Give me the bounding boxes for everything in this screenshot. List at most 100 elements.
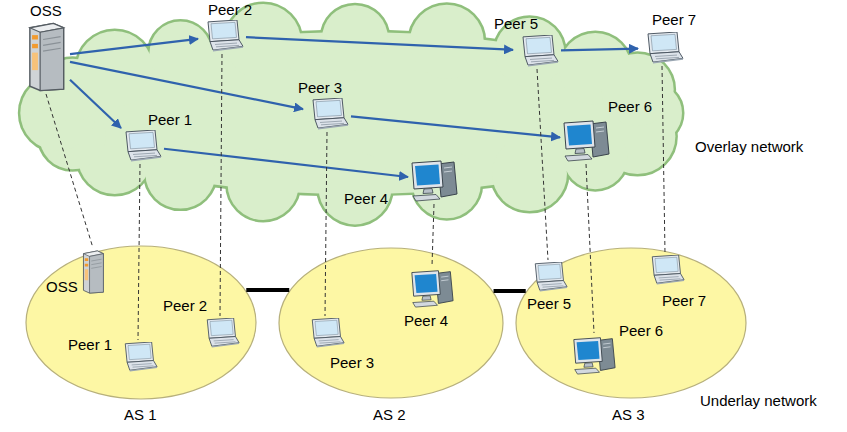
label-anchor: Peer 7 xyxy=(662,292,706,310)
oss-server: OSS xyxy=(80,250,106,294)
laptop-glyph xyxy=(652,255,684,285)
peer-name: Peer 7 xyxy=(652,11,696,28)
cloud-bump xyxy=(322,5,388,71)
peer-desktop: Peer 6 xyxy=(562,118,610,162)
peer-laptop: Peer 7 xyxy=(640,32,684,64)
label-anchor: Underlay network xyxy=(700,392,817,410)
server-glyph xyxy=(30,23,64,90)
desktop-icon xyxy=(562,118,610,162)
label-anchor: Peer 3 xyxy=(330,354,374,372)
cloud-bump xyxy=(77,31,153,107)
desktop-glyph xyxy=(574,338,615,374)
laptop-icon xyxy=(305,318,345,348)
overlay-cloud: Overlay networkOSSPeer 2Peer 5Peer 7Peer… xyxy=(20,0,690,226)
server-glyph xyxy=(83,251,103,293)
laptop-glyph xyxy=(125,342,157,372)
laptop-icon xyxy=(528,262,568,292)
laptop-icon xyxy=(515,35,559,67)
cloud-bump xyxy=(410,5,484,79)
peer-name: Peer 3 xyxy=(330,354,374,371)
cloud-bump xyxy=(413,150,481,218)
as-link xyxy=(494,289,526,293)
oss-server: OSS xyxy=(24,22,68,92)
as-name: AS 2 xyxy=(373,406,406,423)
peer-name: Peer 1 xyxy=(148,111,192,128)
peer-laptop: Peer 5 xyxy=(528,262,568,292)
cloud-bump xyxy=(150,21,212,83)
peer-laptop: Peer 1 xyxy=(118,342,158,372)
peer-name: OSS xyxy=(46,278,78,295)
peer-laptop: Peer 3 xyxy=(305,98,349,130)
label-anchor: Peer 6 xyxy=(619,322,663,340)
laptop-icon xyxy=(118,130,162,162)
label-anchor: Peer 1 xyxy=(68,336,112,354)
cloud-layer xyxy=(20,4,682,224)
label-anchor: OSS xyxy=(30,2,62,20)
as-link xyxy=(246,288,289,292)
peer-name: OSS xyxy=(30,2,62,19)
peer-name: Peer 4 xyxy=(404,312,448,329)
desktop-icon xyxy=(410,158,458,202)
laptop-icon xyxy=(200,318,240,348)
label-anchor: AS 3 xyxy=(612,406,645,424)
label-anchor: Overlay network xyxy=(695,138,803,156)
label-anchor: Peer 4 xyxy=(344,190,388,208)
peer-name: Peer 2 xyxy=(163,297,207,314)
peer-name: Peer 2 xyxy=(208,1,252,18)
desktop-icon xyxy=(572,335,616,375)
peer-desktop: Peer 6 xyxy=(572,335,616,375)
label-anchor: AS 1 xyxy=(124,406,157,424)
as-name: AS 3 xyxy=(612,406,645,423)
laptop-icon xyxy=(305,98,349,130)
cloud-bump xyxy=(492,136,567,211)
laptop-icon xyxy=(645,255,685,285)
network-name: Overlay network xyxy=(695,138,803,155)
label-anchor: Peer 2 xyxy=(208,1,252,19)
as-name: AS 1 xyxy=(124,406,157,423)
label-anchor: Peer 2 xyxy=(163,297,207,315)
peer-desktop: Peer 4 xyxy=(410,158,458,202)
label-anchor: Peer 5 xyxy=(494,15,538,33)
cloud-bump xyxy=(228,149,299,220)
cloud-bump xyxy=(410,5,484,79)
peer-laptop: Peer 5 xyxy=(515,35,559,67)
laptop-glyph xyxy=(207,318,239,348)
cloud-bump xyxy=(228,149,299,220)
peer-name: Peer 1 xyxy=(68,336,112,353)
peer-laptop: Peer 2 xyxy=(200,318,240,348)
peer-name: Peer 4 xyxy=(344,190,388,207)
as-ellipse xyxy=(279,248,503,398)
cloud-bump xyxy=(322,5,388,71)
cloud-bump xyxy=(77,31,153,107)
cloud-bump xyxy=(413,150,481,218)
peer-laptop: Peer 3 xyxy=(305,318,345,348)
label-anchor: Peer 4 xyxy=(404,312,448,330)
laptop-icon xyxy=(118,342,158,372)
server-icon xyxy=(24,22,68,92)
label-anchor: Peer 5 xyxy=(527,295,571,313)
peer-name: Peer 5 xyxy=(494,15,538,32)
peer-laptop: Peer 7 xyxy=(645,255,685,285)
laptop-icon xyxy=(200,20,244,52)
cloud-bump xyxy=(601,54,673,126)
desktop-glyph xyxy=(564,121,609,161)
cloud-bump xyxy=(150,21,212,83)
desktop-icon xyxy=(410,268,454,308)
laptop-icon xyxy=(640,32,684,64)
laptop-glyph xyxy=(523,35,558,67)
label-anchor: Peer 1 xyxy=(148,111,192,129)
peer-laptop: Peer 2 xyxy=(200,20,244,52)
cloud-bump xyxy=(319,152,392,225)
desktop-glyph xyxy=(412,161,457,201)
peer-name: Peer 7 xyxy=(662,292,706,309)
peer-desktop: Peer 4 xyxy=(410,268,454,308)
cloud-bump xyxy=(601,54,673,126)
label-anchor: OSS xyxy=(46,278,78,296)
label-anchor: Peer 7 xyxy=(652,11,696,29)
peer-name: Peer 5 xyxy=(527,295,571,312)
network-name: Underlay network xyxy=(700,392,817,409)
peer-name: Peer 6 xyxy=(619,322,663,339)
label-anchor: Peer 3 xyxy=(298,79,342,97)
as-ellipse xyxy=(26,246,256,399)
